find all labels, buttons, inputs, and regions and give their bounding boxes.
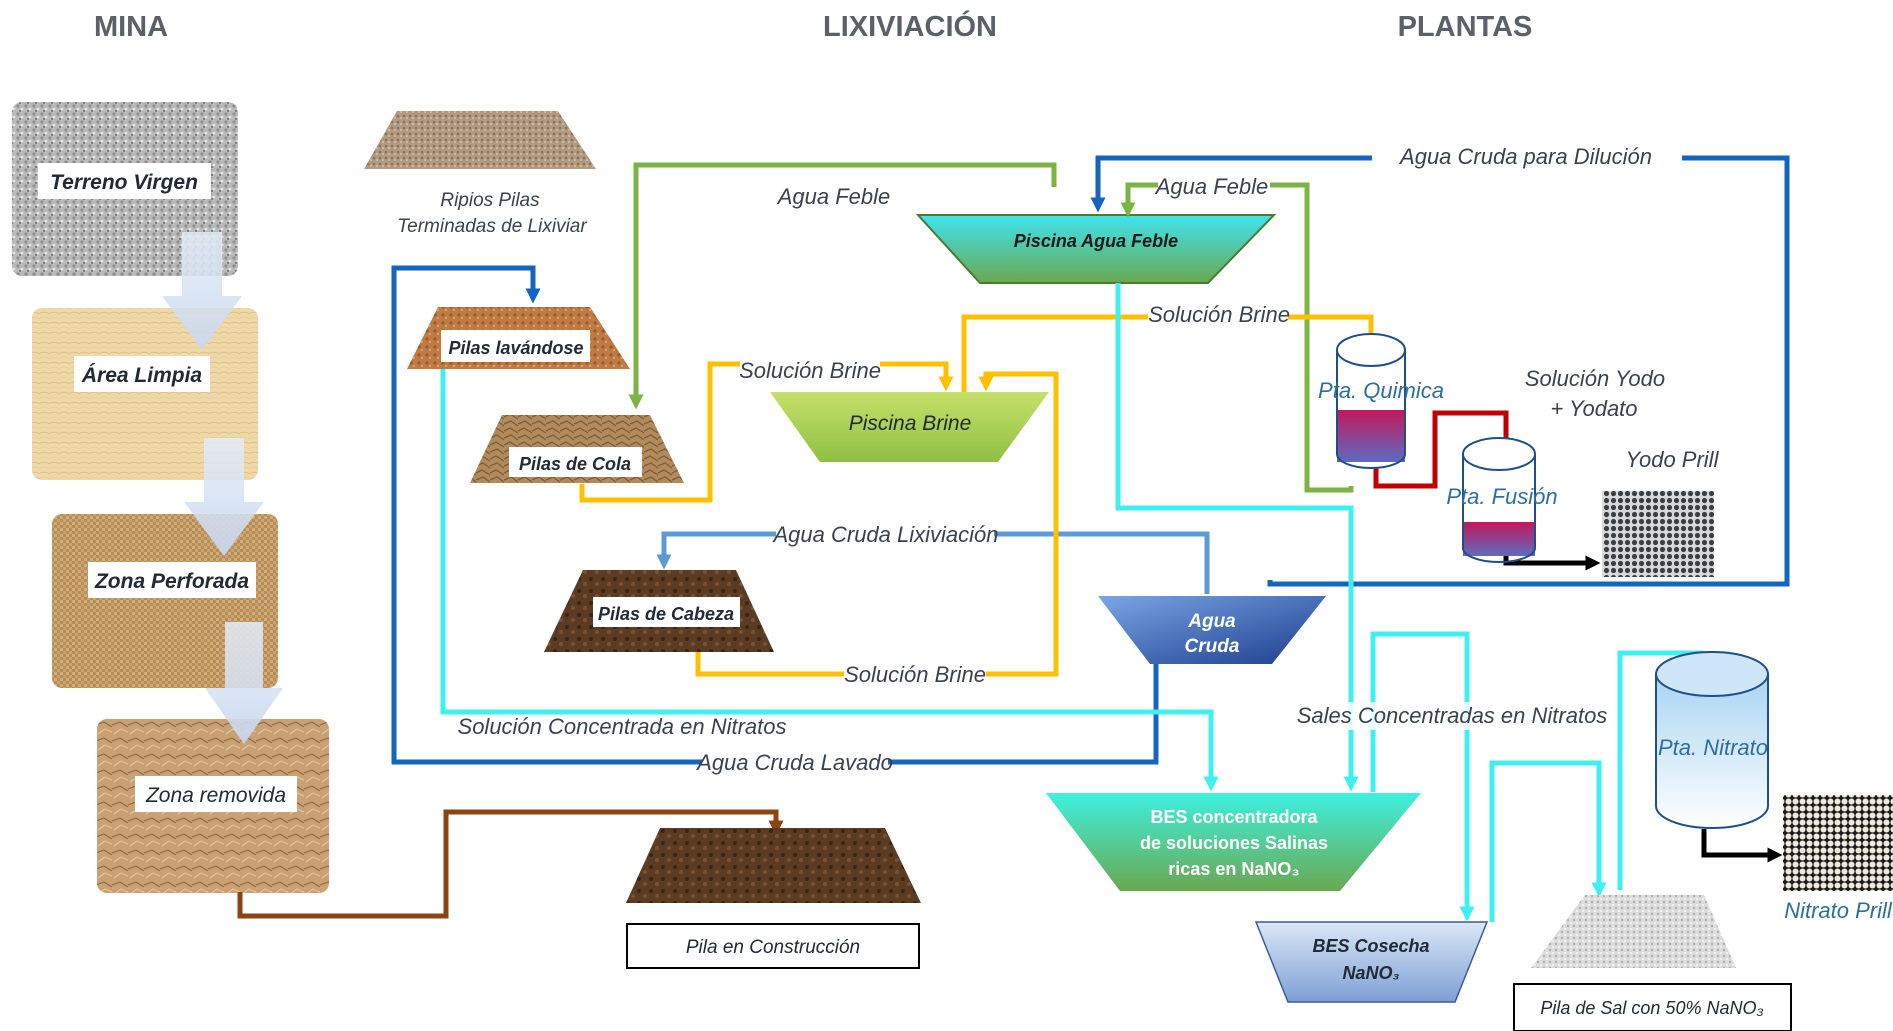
agua-cruda-lixiviacion-label: Agua Cruda Lixiviación bbox=[771, 522, 998, 547]
zona-perforada-label: Zona Perforada bbox=[94, 570, 249, 593]
pilas-cola-label-box bbox=[509, 447, 642, 477]
pilas-lavandose-label: Pilas lavándose bbox=[448, 338, 583, 358]
pta-nitrato-tank bbox=[1655, 651, 1769, 829]
yodo-prill-image bbox=[1602, 491, 1714, 577]
bes-cosecha-label-2: NaNO₃ bbox=[1342, 963, 1399, 983]
nitrato-prill-label: Nitrato Prill bbox=[1784, 898, 1893, 923]
pila-construccion-shape bbox=[626, 828, 921, 903]
pila-sal-label-box bbox=[1513, 983, 1792, 1031]
pilas-cola-label: Pilas de Cola bbox=[519, 454, 631, 474]
sales-concentradas-label: Sales Concentradas en Nitratos bbox=[1297, 703, 1608, 728]
piscina-agua-feble-shape bbox=[915, 214, 1277, 284]
header-mina: MINA bbox=[94, 11, 168, 43]
agua-cruda-label-2: Cruda bbox=[1185, 636, 1240, 657]
solucion-yodo-label-1: Solución Yodo bbox=[1525, 366, 1665, 391]
pilas-cabeza-label: Pilas de Cabeza bbox=[598, 604, 734, 624]
flow-agua-feble-right bbox=[1120, 182, 1354, 493]
flow-construccion-line bbox=[237, 809, 784, 919]
agua-feble-right-label: Agua Feble bbox=[1154, 174, 1269, 199]
flow-solucion-concentrada bbox=[440, 369, 1219, 792]
pta-fusion-tank bbox=[1462, 437, 1536, 563]
bes-cosecha-label-1: BES Cosecha bbox=[1312, 936, 1429, 956]
flow-sales-concentradas bbox=[1370, 631, 1475, 922]
pilas-lavandose-label-box bbox=[441, 330, 590, 362]
bes-concentradora-label-2: de soluciones Salinas bbox=[1140, 833, 1328, 853]
zona-removida-label-box: Zona removida bbox=[135, 776, 297, 812]
pila-construccion-label: Pila en Construcción bbox=[686, 937, 860, 958]
pta-nitrato-label: Pta. Nitrato bbox=[1658, 735, 1768, 760]
flow-solucion-yodo bbox=[1373, 410, 1514, 489]
pila-sal-shape bbox=[1531, 895, 1736, 968]
area-limpia-image bbox=[32, 308, 258, 480]
area-limpia-label-box: Área Limpia bbox=[74, 356, 210, 392]
bes-cosecha-shape bbox=[1254, 921, 1489, 1003]
flow-solucion-brine-bottom bbox=[695, 371, 1059, 677]
zona-perforada-image bbox=[52, 514, 278, 688]
agua-feble-left-label: Agua Feble bbox=[776, 184, 891, 209]
bes-concentradora-label-3: ricas en NaNO₃ bbox=[1168, 859, 1299, 879]
piscina-brine-shape bbox=[770, 392, 1049, 462]
down-arrow-2 bbox=[184, 438, 264, 556]
solucion-yodo-label-2: + Yodato bbox=[1550, 396, 1637, 421]
agua-cruda-dilucion-label: Agua Cruda para Dilución bbox=[1398, 144, 1652, 169]
pta-quimica-tank bbox=[1336, 333, 1406, 469]
ripios-pila-shape bbox=[364, 111, 596, 169]
solucion-concentrada-label: Solución Concentrada en Nitratos bbox=[458, 714, 787, 739]
area-limpia-label: Área Limpia bbox=[81, 364, 203, 387]
yodo-prill-label: Yodo Prill bbox=[1626, 447, 1720, 472]
header-plantas: PLANTAS bbox=[1398, 11, 1533, 43]
flow-agua-feble-left bbox=[628, 162, 1057, 410]
pta-quimica-label: Pta. Quimica bbox=[1318, 378, 1444, 403]
pilas-cabeza-label-box bbox=[593, 597, 740, 627]
zona-removida-label: Zona removida bbox=[145, 784, 286, 807]
agua-cruda-label-1: Agua bbox=[1187, 611, 1236, 632]
header-lixiviacion: LIXIVIACIÓN bbox=[823, 9, 997, 43]
flow-solucion-brine-mid bbox=[579, 361, 954, 503]
solucion-brine-top-label: Solución Brine bbox=[1148, 302, 1290, 327]
bes-concentradora-shape bbox=[1046, 793, 1421, 891]
nitrato-prill-image bbox=[1783, 795, 1893, 891]
pila-construccion-label-box bbox=[626, 923, 920, 969]
terreno-virgen-label-box: Terreno Virgen bbox=[38, 163, 211, 199]
zona-perforada-label-box: Zona Perforada bbox=[88, 562, 256, 598]
solucion-brine-mid-label: Solución Brine bbox=[739, 358, 881, 383]
flow-agua-cruda-dilucion bbox=[1090, 155, 1790, 587]
flow-cosecha-to-pila bbox=[1489, 760, 1607, 922]
ripios-label-line2: Terminadas de Lixiviar bbox=[397, 216, 587, 237]
agua-cruda-pond-shape bbox=[1098, 596, 1326, 664]
flow-feble-to-bes bbox=[1115, 283, 1359, 792]
agua-cruda-lavado-label: Agua Cruda Lavado bbox=[695, 750, 893, 775]
flow-agua-cruda-lavado bbox=[391, 265, 1159, 765]
pta-fusion-label: Pta. Fusión bbox=[1446, 484, 1557, 509]
terreno-virgen-label: Terreno Virgen bbox=[50, 171, 198, 194]
pila-sal-label: Pila de Sal con 50% NaNO₃ bbox=[1540, 998, 1763, 1018]
solucion-brine-bottom-label: Solución Brine bbox=[844, 662, 986, 687]
piscina-agua-feble-label: Piscina Agua Feble bbox=[1014, 231, 1178, 251]
down-arrow-3 bbox=[205, 622, 283, 744]
bes-concentradora-label-1: BES concentradora bbox=[1150, 807, 1318, 827]
down-arrow-1 bbox=[162, 232, 242, 350]
piscina-brine-label: Piscina Brine bbox=[849, 412, 972, 435]
flow-nitrato-prill bbox=[1701, 829, 1783, 863]
ripios-label-line1: Ripios Pilas bbox=[440, 190, 540, 211]
